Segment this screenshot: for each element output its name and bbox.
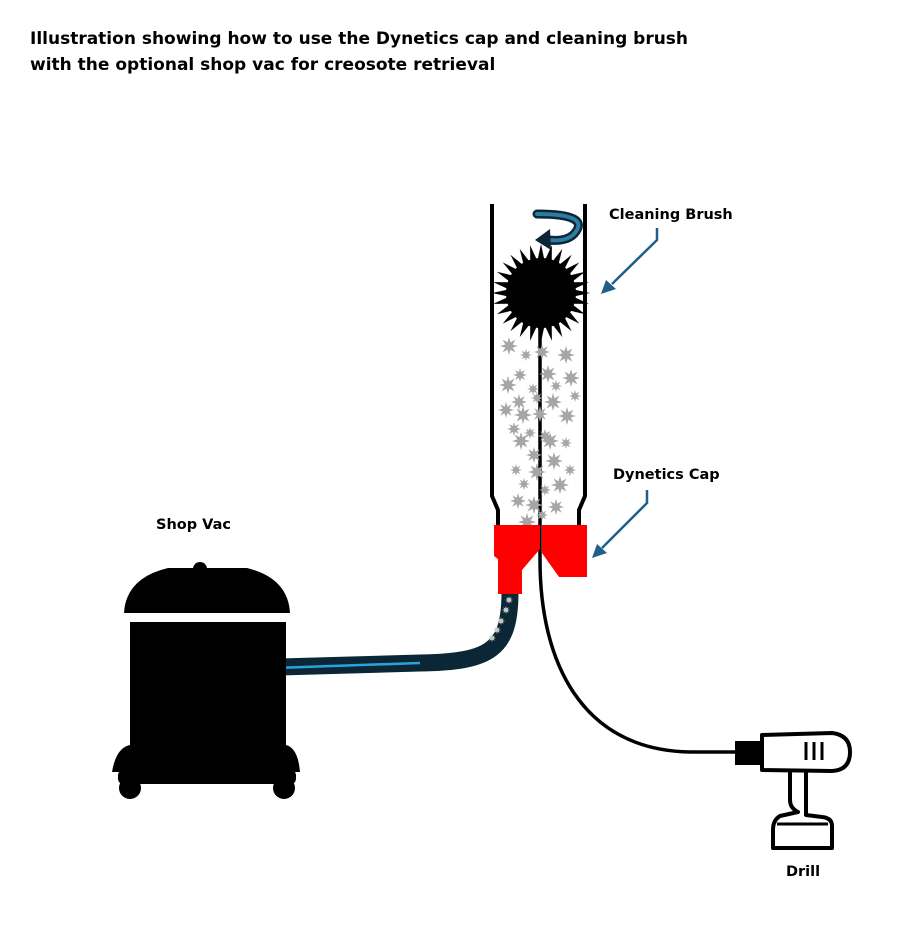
brush-rod [538, 326, 735, 754]
creosote-particle [500, 337, 518, 355]
brush-bristles [492, 244, 590, 342]
cleaning-brush-head [492, 244, 590, 342]
drill-icon [735, 731, 852, 850]
creosote-particle [507, 422, 521, 436]
creosote-particle [528, 463, 546, 481]
creosote-particle [498, 402, 514, 418]
label-dynetics-cap: Dynetics Cap [613, 467, 720, 483]
creosote-particle [544, 393, 562, 411]
creosote-particle [550, 380, 562, 392]
creosote-particle [514, 406, 532, 424]
airflow-arrow [274, 661, 421, 670]
rotation-arrow-icon [532, 209, 583, 250]
title-line-1: Illustration showing how to use the Dyne… [30, 29, 689, 49]
label-cleaning-brush: Cleaning Brush [609, 207, 733, 223]
dynetics-cap [494, 525, 587, 594]
creosote-particle [564, 464, 576, 476]
pointer-brush-arrow [601, 228, 659, 294]
creosote-particle [551, 476, 569, 494]
creosote-particle [510, 493, 526, 509]
hose-particles [488, 596, 513, 642]
label-drill: Drill [786, 864, 821, 880]
creosote-particle [510, 464, 522, 476]
creosote-particle [526, 447, 542, 463]
creosote-particle [518, 478, 530, 490]
shop-vac-icon [112, 562, 300, 799]
creosote-particle [560, 437, 572, 449]
creosote-particle [534, 344, 550, 360]
creosote-particle [536, 509, 548, 521]
hose-particle [505, 596, 513, 604]
creosote-particle [548, 499, 564, 515]
hose-particle [497, 617, 505, 625]
creosote-particle [511, 394, 527, 410]
creosote-particle [539, 484, 551, 496]
creosote-particle [524, 427, 536, 439]
diagram-title: Illustration showing how to use the Dyne… [30, 26, 790, 78]
creosote-particle [562, 369, 580, 387]
creosote-particle [531, 392, 543, 404]
creosote-particle [557, 346, 575, 364]
vacuum-hose [264, 591, 519, 676]
creosote-particle [499, 376, 517, 394]
hose-particle [502, 606, 510, 614]
creosote-particle [539, 365, 557, 383]
creosote-particle [569, 390, 581, 402]
label-shop-vac: Shop Vac [156, 517, 231, 533]
creosote-particle [541, 432, 559, 450]
creosote-particle [525, 496, 543, 514]
title-line-2: with the optional shop vac for creosote … [30, 55, 496, 75]
creosote-particle [558, 407, 576, 425]
creosote-particle [545, 452, 563, 470]
hose-particle [488, 634, 496, 642]
creosote-particle [513, 368, 527, 382]
flue-pipe [490, 204, 587, 528]
creosote-particle [520, 349, 532, 361]
creosote-particle [532, 406, 548, 422]
creosote-particle [512, 432, 530, 450]
pointer-cap-arrow [592, 490, 649, 558]
creosote-particle [527, 383, 539, 395]
hose-particle [493, 626, 501, 634]
